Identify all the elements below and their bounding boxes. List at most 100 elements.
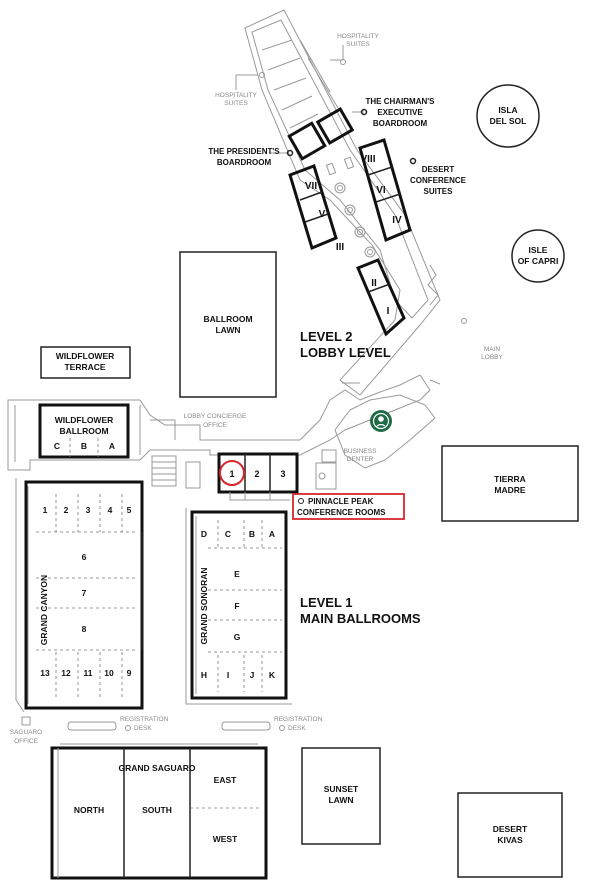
saguaro-office-marker bbox=[21, 716, 31, 726]
wildflower-section-b: B bbox=[81, 441, 87, 451]
saguaro-south-label[interactable]: SOUTH bbox=[142, 805, 172, 815]
gs-section-g[interactable]: G bbox=[234, 632, 241, 642]
registration-left-label-2: DESK bbox=[134, 725, 152, 732]
saguaro-north-label[interactable]: NORTH bbox=[74, 805, 104, 815]
chairmans-label-3: BOARDROOM bbox=[373, 119, 428, 128]
main-lobby-label-2: LOBBY bbox=[481, 354, 503, 361]
saguaro-office-label-1: SAGUARO bbox=[10, 729, 43, 736]
isle-of-capri-label-1: ISLE bbox=[529, 245, 548, 255]
gc-section-10[interactable]: 10 bbox=[104, 668, 114, 678]
starbucks-logo-icon[interactable] bbox=[370, 410, 392, 432]
presidents-label-1: THE PRESIDENT'S bbox=[208, 147, 280, 156]
desert-suites-left-block[interactable] bbox=[288, 164, 338, 251]
suite-v-label: V bbox=[319, 209, 326, 220]
suite-vii-label: VII bbox=[305, 181, 317, 192]
gs-section-j[interactable]: J bbox=[250, 670, 255, 680]
gs-section-d[interactable]: D bbox=[201, 529, 207, 539]
saguaro-east-label[interactable]: EAST bbox=[214, 775, 237, 785]
grand-saguaro-label: GRAND SAGUARO bbox=[119, 763, 196, 773]
tierra-madre-venue[interactable] bbox=[441, 445, 579, 522]
desert-kivas-label-2: KIVAS bbox=[497, 835, 523, 845]
wildflower-terrace-label-2: TERRACE bbox=[64, 362, 105, 372]
grand-canyon-ballroom[interactable] bbox=[15, 478, 144, 713]
wildflower-ballroom-venue[interactable] bbox=[38, 403, 130, 459]
gs-section-a[interactable]: A bbox=[269, 529, 275, 539]
gs-section-h[interactable]: H bbox=[201, 670, 207, 680]
saguaro-west-label[interactable]: WEST bbox=[213, 834, 238, 844]
suite-viii-label: VIII bbox=[360, 154, 375, 165]
desert-kivas-label-1: DESERT bbox=[493, 824, 528, 834]
room-1-highlight-circle bbox=[219, 460, 245, 486]
gc-section-4[interactable]: 4 bbox=[108, 505, 113, 515]
suite-vi-label: VI bbox=[376, 185, 386, 196]
gc-section-2[interactable]: 2 bbox=[64, 505, 69, 515]
suite-ii-label: II bbox=[371, 278, 377, 289]
pinnacle-room-1[interactable]: 1 bbox=[229, 469, 234, 479]
gc-section-8[interactable]: 8 bbox=[82, 624, 87, 634]
wildflower-section-a: A bbox=[109, 441, 115, 451]
gs-section-k[interactable]: K bbox=[269, 670, 276, 680]
ballroom-lawn-label-2: LAWN bbox=[215, 325, 240, 335]
grand-canyon-sections: 1 2 3 4 5 6 7 8 13 12 11 10 9 bbox=[40, 505, 131, 678]
gc-section-12[interactable]: 12 bbox=[61, 668, 71, 678]
gc-section-5[interactable]: 5 bbox=[127, 505, 132, 515]
gs-section-i[interactable]: I bbox=[227, 670, 229, 680]
gc-section-1[interactable]: 1 bbox=[43, 505, 48, 515]
chairmans-boardroom-room[interactable] bbox=[315, 107, 355, 145]
saguaro-office-label-2: OFFICE bbox=[14, 738, 38, 745]
ballroom-lawn-label-1: BALLROOM bbox=[203, 314, 252, 324]
pinnacle-room-2[interactable]: 2 bbox=[254, 469, 259, 479]
chairmans-label-1: THE CHAIRMAN'S bbox=[365, 97, 435, 106]
pinnacle-peak-label-box bbox=[292, 493, 405, 520]
gc-section-13[interactable]: 13 bbox=[40, 668, 50, 678]
grand-saguaro-ballroom[interactable] bbox=[50, 743, 268, 880]
sunset-lawn-label-2: LAWN bbox=[328, 795, 353, 805]
lobby-concierge-label-1: LOBBY CONCIERGE bbox=[184, 413, 247, 420]
tierra-madre-label-2: MADRE bbox=[494, 485, 525, 495]
registration-desk-right bbox=[221, 721, 271, 731]
ballroom-lawn-venue[interactable] bbox=[179, 251, 277, 398]
wildflower-terrace-label-1: WILDFLOWER bbox=[56, 351, 115, 361]
desert-suites-lower-block[interactable] bbox=[356, 258, 406, 337]
hospitality-suites-top-label-2: SUITES bbox=[346, 41, 370, 48]
desert-conf-label-2: CONFERENCE bbox=[410, 176, 467, 185]
grand-sonoran-sections: D C B A E F G H I J K bbox=[201, 529, 276, 680]
gc-section-6[interactable]: 6 bbox=[82, 552, 87, 562]
grand-sonoran-ballroom[interactable] bbox=[185, 508, 292, 705]
chairmans-label-2: EXECUTIVE bbox=[377, 108, 423, 117]
isla-del-sol-label-1: ISLA bbox=[498, 105, 517, 115]
suite-i-label: I bbox=[387, 306, 390, 317]
gc-section-7[interactable]: 7 bbox=[82, 588, 87, 598]
pinnacle-peak-label-1: PINNACLE PEAK bbox=[308, 497, 374, 506]
sunset-lawn-venue[interactable] bbox=[301, 747, 381, 845]
hospitality-suites-top-label-1: HOSPITALITY bbox=[337, 33, 379, 40]
level2-heading-1: LEVEL 2 bbox=[300, 329, 353, 344]
tierra-madre-label-1: TIERRA bbox=[494, 474, 526, 484]
registration-right-label-1: REGISTRATION bbox=[274, 716, 323, 723]
gs-section-f[interactable]: F bbox=[234, 601, 239, 611]
gs-section-b[interactable]: B bbox=[249, 529, 255, 539]
wildflower-section-c: C bbox=[54, 441, 60, 451]
wildflower-terrace-venue[interactable] bbox=[40, 346, 131, 379]
presidents-boardroom-room[interactable] bbox=[287, 121, 327, 161]
desert-suites-right-block[interactable] bbox=[358, 138, 412, 243]
gc-section-9[interactable]: 9 bbox=[127, 668, 132, 678]
gs-section-e[interactable]: E bbox=[234, 569, 240, 579]
isla-del-sol-venue[interactable] bbox=[476, 84, 540, 148]
business-center-label-1: BUSINESS bbox=[344, 448, 378, 455]
hospitality-suites-left-label-2: SUITES bbox=[224, 100, 248, 107]
gs-section-c[interactable]: C bbox=[225, 529, 231, 539]
leader-lines bbox=[235, 45, 467, 324]
level2-heading-2: LOBBY LEVEL bbox=[300, 345, 391, 360]
gc-section-3[interactable]: 3 bbox=[86, 505, 91, 515]
desert-kivas-venue[interactable] bbox=[457, 792, 563, 878]
isle-of-capri-venue[interactable] bbox=[511, 229, 565, 283]
wildflower-ballroom-label-2: BALLROOM bbox=[59, 426, 108, 436]
presidents-label-2: BOARDROOM bbox=[217, 158, 272, 167]
isle-of-capri-label-2: OF CAPRI bbox=[518, 256, 559, 266]
hospitality-suites-left-label-1: HOSPITALITY bbox=[215, 92, 257, 99]
pinnacle-room-3[interactable]: 3 bbox=[280, 469, 285, 479]
gc-section-11[interactable]: 11 bbox=[84, 668, 93, 678]
isla-del-sol-label-2: DEL SOL bbox=[490, 116, 527, 126]
